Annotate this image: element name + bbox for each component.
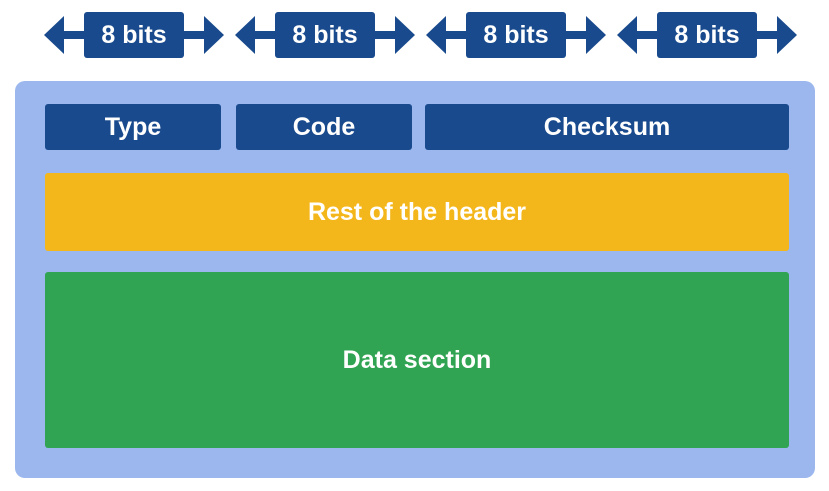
bit-width-indicator-3: 8 bits [426,12,606,58]
double-arrow-icon [235,12,415,58]
type-field: Type [45,104,221,150]
rest-of-header-field: Rest of the header [45,173,789,251]
double-arrow-icon [44,12,224,58]
bit-width-indicator-2: 8 bits [235,12,415,58]
bit-width-indicator-1: 8 bits [44,12,224,58]
bit-width-label: 8 bits [483,21,549,49]
bit-width-indicator-4: 8 bits [617,12,797,58]
bit-width-label: 8 bits [292,21,358,49]
double-arrow-icon [617,12,797,58]
bit-width-label: 8 bits [101,21,167,49]
bit-width-label: 8 bits [674,21,740,49]
packet-diagram: Type Code Checksum Rest of the header Da… [15,81,815,478]
code-field: Code [236,104,412,150]
checksum-field: Checksum [425,104,789,150]
double-arrow-icon [426,12,606,58]
data-section-field: Data section [45,272,789,448]
